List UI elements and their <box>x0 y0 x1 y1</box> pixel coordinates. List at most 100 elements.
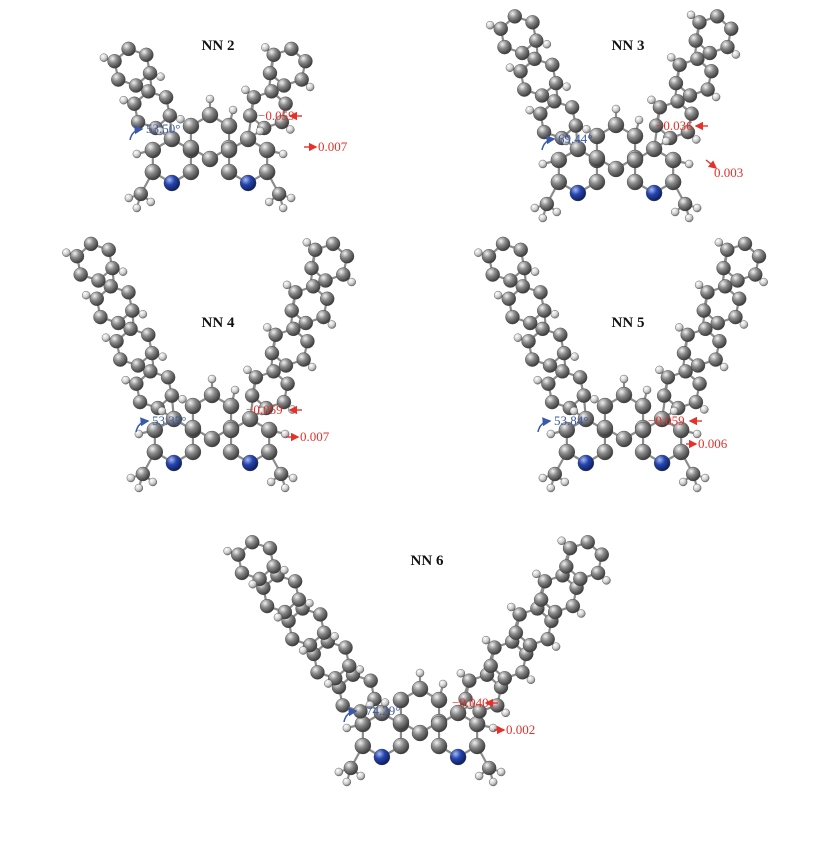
carbon-atom <box>246 90 262 105</box>
hydrogen-atom <box>155 126 165 136</box>
hydrogen-atom <box>669 406 679 416</box>
carbon-atom <box>672 443 690 461</box>
carbon-atom <box>596 397 614 415</box>
carbon-atom <box>682 88 698 103</box>
carbon-atom <box>525 15 540 30</box>
hydrogen-atom <box>700 405 709 414</box>
carbon-atom <box>537 303 552 318</box>
carbon-atom <box>483 658 498 674</box>
dihedral-angle-label: 53.35° <box>152 413 186 428</box>
hydrogen-atom <box>739 320 749 329</box>
hydrogen-atom <box>415 668 425 678</box>
carbon-atom <box>677 196 693 212</box>
panel-title: NN 3 <box>612 38 645 54</box>
carbon-atom <box>534 88 550 103</box>
carbon-atom <box>692 376 707 391</box>
molecule-nn6 <box>223 535 611 787</box>
charge-label-b: 0.007 <box>300 429 330 444</box>
carbon-atom <box>93 309 108 325</box>
hydrogen-atom <box>132 203 142 213</box>
hydrogen-atom <box>342 723 352 733</box>
hydrogen-atom <box>561 136 571 146</box>
molecule-nn5 <box>474 236 768 493</box>
carbon-atom <box>201 150 219 168</box>
carbon-atom <box>672 421 690 439</box>
carbon-atom <box>550 151 568 169</box>
carbon-atom <box>547 466 563 482</box>
carbon-atom <box>684 106 699 121</box>
carbon-atom <box>590 565 606 581</box>
hydrogen-atom <box>505 63 515 72</box>
carbon-atom <box>525 352 540 367</box>
carbon-atom <box>497 39 512 55</box>
carbon-atom <box>144 345 160 361</box>
carbon-atom <box>748 267 763 282</box>
carbon-atom <box>688 394 704 410</box>
carbon-atom <box>69 249 85 264</box>
hydrogen-atom <box>465 700 475 710</box>
carbon-atom <box>513 242 528 258</box>
carbon-atom <box>184 397 202 415</box>
molecule-nn2 <box>99 41 315 213</box>
hydrogen-atom <box>532 569 541 579</box>
carbon-atom <box>545 57 560 73</box>
hydrogen-atom <box>557 536 566 545</box>
carbon-atom <box>664 173 682 191</box>
carbon-atom <box>392 737 410 755</box>
hydrogen-atom <box>302 238 312 247</box>
carbon-atom <box>512 607 527 622</box>
hydrogen-atom <box>533 375 542 385</box>
carbon-atom <box>286 321 301 337</box>
carbon-atom <box>325 236 341 252</box>
carbon-atom <box>672 57 687 73</box>
carbon-atom <box>596 443 614 461</box>
carbon-atom <box>540 632 555 647</box>
carbon-atom <box>113 352 128 367</box>
carbon-atom <box>513 64 528 79</box>
hydrogen-atom <box>619 374 629 384</box>
carbon-atom <box>678 364 693 379</box>
carbon-atom <box>487 640 502 655</box>
dihedral-angle-label: 69.44° <box>558 131 592 146</box>
hydrogen-atom <box>176 115 185 124</box>
carbon-atom <box>648 118 664 133</box>
carbon-atom <box>564 100 580 115</box>
carbon-atom <box>588 149 606 167</box>
hydrogen-atom <box>380 698 390 707</box>
carbon-atom <box>737 236 753 252</box>
hydrogen-atom <box>474 771 484 781</box>
carbon-atom <box>248 370 264 385</box>
carbon-atom <box>493 21 508 36</box>
carbon-atom <box>562 541 578 556</box>
hydrogen-atom <box>257 406 267 416</box>
hydrogen-atom <box>118 267 128 276</box>
carbon-atom <box>162 108 178 123</box>
carbon-atom <box>182 117 200 135</box>
carbon-atom <box>294 72 309 87</box>
hydrogen-atom <box>647 95 656 105</box>
nitrogen-atom <box>241 454 259 472</box>
carbon-atom <box>342 658 357 674</box>
carbon-atom <box>308 242 323 258</box>
carbon-atom <box>515 45 530 61</box>
nitrogen-atom <box>645 184 663 202</box>
carbon-atom <box>680 124 696 140</box>
carbon-atom <box>130 358 146 373</box>
carbon-atom <box>430 715 448 733</box>
carbon-atom <box>336 267 351 282</box>
carbon-atom <box>262 65 278 81</box>
hydrogen-atom <box>134 429 144 439</box>
carbon-atom <box>668 75 684 91</box>
panel-nn3: NN 3 69.44° −0.036 0.003 <box>485 9 743 223</box>
hydrogen-atom <box>248 579 257 589</box>
carbon-atom <box>548 75 564 91</box>
hydrogen-atom <box>577 609 586 618</box>
carbon-atom <box>109 334 124 349</box>
hydrogen-atom <box>655 365 664 375</box>
carbon-atom <box>130 114 146 130</box>
carbon-atom <box>335 698 350 713</box>
carbon-atom <box>559 559 574 574</box>
hydrogen-atom <box>496 767 506 777</box>
carbon-atom <box>688 33 703 48</box>
hydrogen-atom <box>759 277 768 287</box>
